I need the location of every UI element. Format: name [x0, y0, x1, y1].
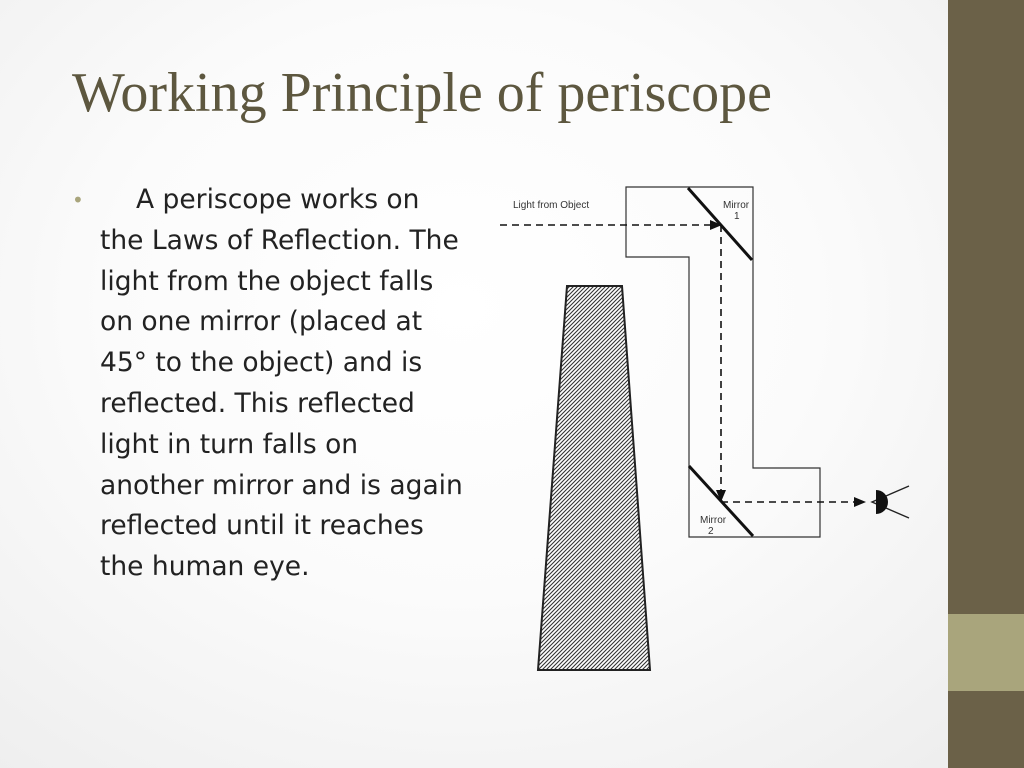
- arrow-head-3: [854, 497, 866, 507]
- bullet-marker: •: [72, 188, 84, 212]
- periscope-tube: [625, 186, 821, 538]
- slide-title: Working Principle of periscope: [72, 62, 772, 124]
- bullet-text: A periscope works on the Laws of Reflect…: [100, 184, 463, 583]
- hatched-wall: [536, 285, 652, 671]
- bullet-item: • A periscope works on the Laws of Refle…: [72, 180, 495, 588]
- periscope-diagram: Light from Object Mirror 1 Mirror 2: [500, 186, 910, 671]
- eye-icon: [870, 485, 910, 519]
- light-from-object-label: Light from Object: [513, 200, 589, 211]
- side-accent: [948, 614, 1024, 691]
- arrow-head-2: [716, 490, 726, 502]
- mirror-1-label: Mirror: [723, 200, 750, 211]
- mirror-2-number: 2: [708, 526, 714, 537]
- mirror-1: [686, 187, 754, 261]
- mirror-1-number: 1: [734, 211, 740, 222]
- mirror-2-label: Mirror: [700, 515, 727, 526]
- arrow-head-1: [710, 220, 722, 230]
